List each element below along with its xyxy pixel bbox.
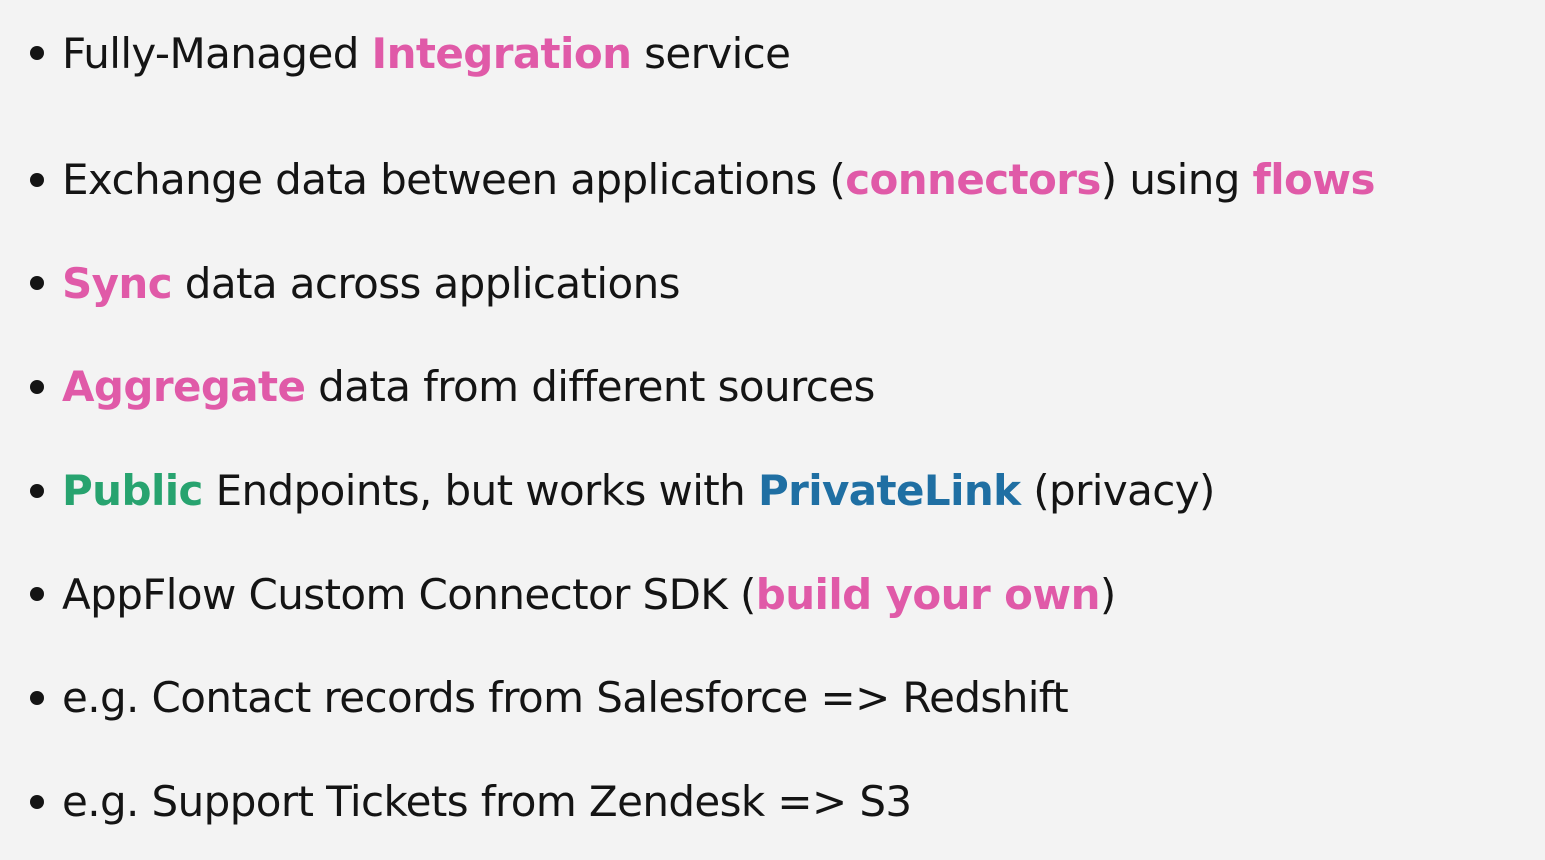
bullet-text: AppFlow Custom Connector SDK (build your… bbox=[62, 570, 1116, 619]
bullet-item-sync: Sync data across applications bbox=[30, 231, 1530, 335]
highlight-aggregate: Aggregate bbox=[62, 362, 306, 412]
bullet-item-aggregate: Aggregate data from different sources bbox=[30, 335, 1530, 439]
text-segment: data from different sources bbox=[305, 362, 875, 412]
bullet-dot-icon bbox=[30, 46, 44, 60]
bullet-text: Exchange data between applications (conn… bbox=[62, 155, 1375, 204]
bullet-text: Public Endpoints, but works with Private… bbox=[62, 466, 1215, 515]
highlight-flows: flows bbox=[1252, 155, 1376, 205]
highlight-privatelink: PrivateLink bbox=[757, 466, 1021, 516]
bullet-item-exchange-data: Exchange data between applications (conn… bbox=[30, 128, 1530, 232]
text-segment: Fully-Managed bbox=[62, 28, 372, 78]
bullet-item-custom-connector-sdk: AppFlow Custom Connector SDK (build your… bbox=[30, 542, 1530, 646]
text-segment: ) bbox=[1099, 569, 1116, 619]
highlight-build-your-own: build your own bbox=[755, 569, 1101, 619]
bullet-dot-icon bbox=[30, 587, 44, 602]
text-segment: ) using bbox=[1100, 155, 1253, 205]
bullet-item-salesforce-example: e.g. Contact records from Salesforce => … bbox=[30, 646, 1530, 750]
text-segment: data across applications bbox=[172, 258, 681, 308]
bullet-item-zendesk-example: e.g. Support Tickets from Zendesk => S3 bbox=[30, 750, 1530, 854]
text-segment: Endpoints, but works with bbox=[202, 466, 758, 516]
text-segment: Exchange data between applications ( bbox=[62, 155, 846, 205]
bullet-item-integration: Fully-Managed Integration service bbox=[30, 24, 1530, 82]
text-segment: e.g. Support Tickets from Zendesk => S3 bbox=[62, 777, 912, 827]
highlight-sync: Sync bbox=[62, 258, 173, 308]
text-segment: e.g. Contact records from Salesforce => … bbox=[62, 673, 1069, 723]
bullet-dot-icon bbox=[30, 379, 44, 394]
bullet-text: Fully-Managed Integration service bbox=[62, 28, 791, 78]
highlight-integration: Integration bbox=[371, 28, 632, 78]
bullet-dot-icon bbox=[30, 794, 44, 809]
bullet-text: Sync data across applications bbox=[62, 259, 680, 308]
highlight-connectors: connectors bbox=[845, 155, 1101, 205]
bullet-dot-icon bbox=[30, 690, 44, 705]
bullet-item-public-endpoints: Public Endpoints, but works with Private… bbox=[30, 439, 1530, 543]
bullet-dot-icon bbox=[30, 172, 44, 187]
bullet-dot-icon bbox=[30, 276, 44, 291]
text-segment: AppFlow Custom Connector SDK ( bbox=[62, 569, 756, 619]
bullet-text: e.g. Contact records from Salesforce => … bbox=[62, 673, 1069, 723]
bullet-text: e.g. Support Tickets from Zendesk => S3 bbox=[62, 777, 912, 826]
highlight-public: Public bbox=[62, 466, 203, 516]
bullet-dot-icon bbox=[30, 483, 44, 498]
text-segment: service bbox=[631, 28, 791, 78]
text-segment: (privacy) bbox=[1020, 466, 1215, 516]
bullet-text: Aggregate data from different sources bbox=[62, 362, 875, 411]
bullet-list: Fully-Managed Integration service Exchan… bbox=[30, 24, 1530, 854]
